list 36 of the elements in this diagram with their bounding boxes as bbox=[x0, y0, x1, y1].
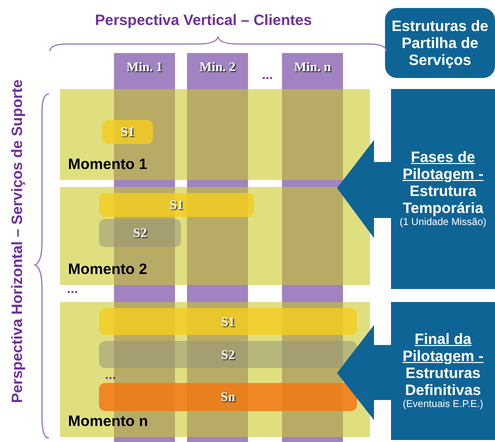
service-bar bbox=[99, 219, 181, 247]
ellipsis: ... bbox=[105, 368, 116, 382]
moment-label: Momento 2 bbox=[68, 260, 148, 280]
column-label: Min. 2 bbox=[198, 58, 237, 76]
callout-title: Estruturas Definitivas bbox=[404, 365, 482, 399]
ellipsis: ... bbox=[67, 282, 78, 296]
service-bar bbox=[99, 193, 254, 217]
service-bar bbox=[99, 308, 357, 335]
callout-note: (Eventuais E.P.E.) bbox=[402, 399, 484, 411]
moment-band bbox=[60, 302, 370, 437]
callout-title: Final da Pilotagem - bbox=[402, 331, 484, 365]
ellipsis: ... bbox=[262, 68, 273, 82]
moment-band bbox=[60, 187, 370, 285]
service-bar bbox=[102, 120, 153, 144]
service-bar bbox=[99, 341, 357, 368]
service-bar bbox=[99, 383, 357, 411]
callout-note: (1 Unidade Missão) bbox=[400, 217, 486, 229]
service-label: S1 bbox=[221, 312, 235, 331]
callout-arrow bbox=[337, 89, 495, 289]
service-label: S1 bbox=[170, 196, 184, 214]
callout-title: Fases de Pilotagem - bbox=[402, 149, 484, 183]
moment-label: Momento n bbox=[68, 412, 148, 432]
column-label: Min. n bbox=[293, 58, 332, 76]
moment-band bbox=[60, 89, 370, 180]
callout-title: Estrutura Temporária bbox=[402, 183, 484, 217]
column-label: Min. 1 bbox=[125, 58, 164, 76]
service-label: Sn bbox=[220, 388, 236, 406]
service-label: S2 bbox=[133, 224, 147, 242]
axis-title: Perspectiva Vertical – Clientes bbox=[95, 11, 312, 31]
axis-title: Perspectiva Horizontal – Serviços de Suporte bbox=[8, 78, 27, 405]
service-label: S1 bbox=[120, 123, 134, 142]
service-label: S2 bbox=[221, 346, 235, 364]
callout-arrow bbox=[337, 302, 495, 440]
moment-label: Momento 1 bbox=[68, 154, 148, 174]
header-box bbox=[385, 8, 495, 78]
header-text: Estruturas de Partilha de Serviços bbox=[390, 18, 490, 68]
